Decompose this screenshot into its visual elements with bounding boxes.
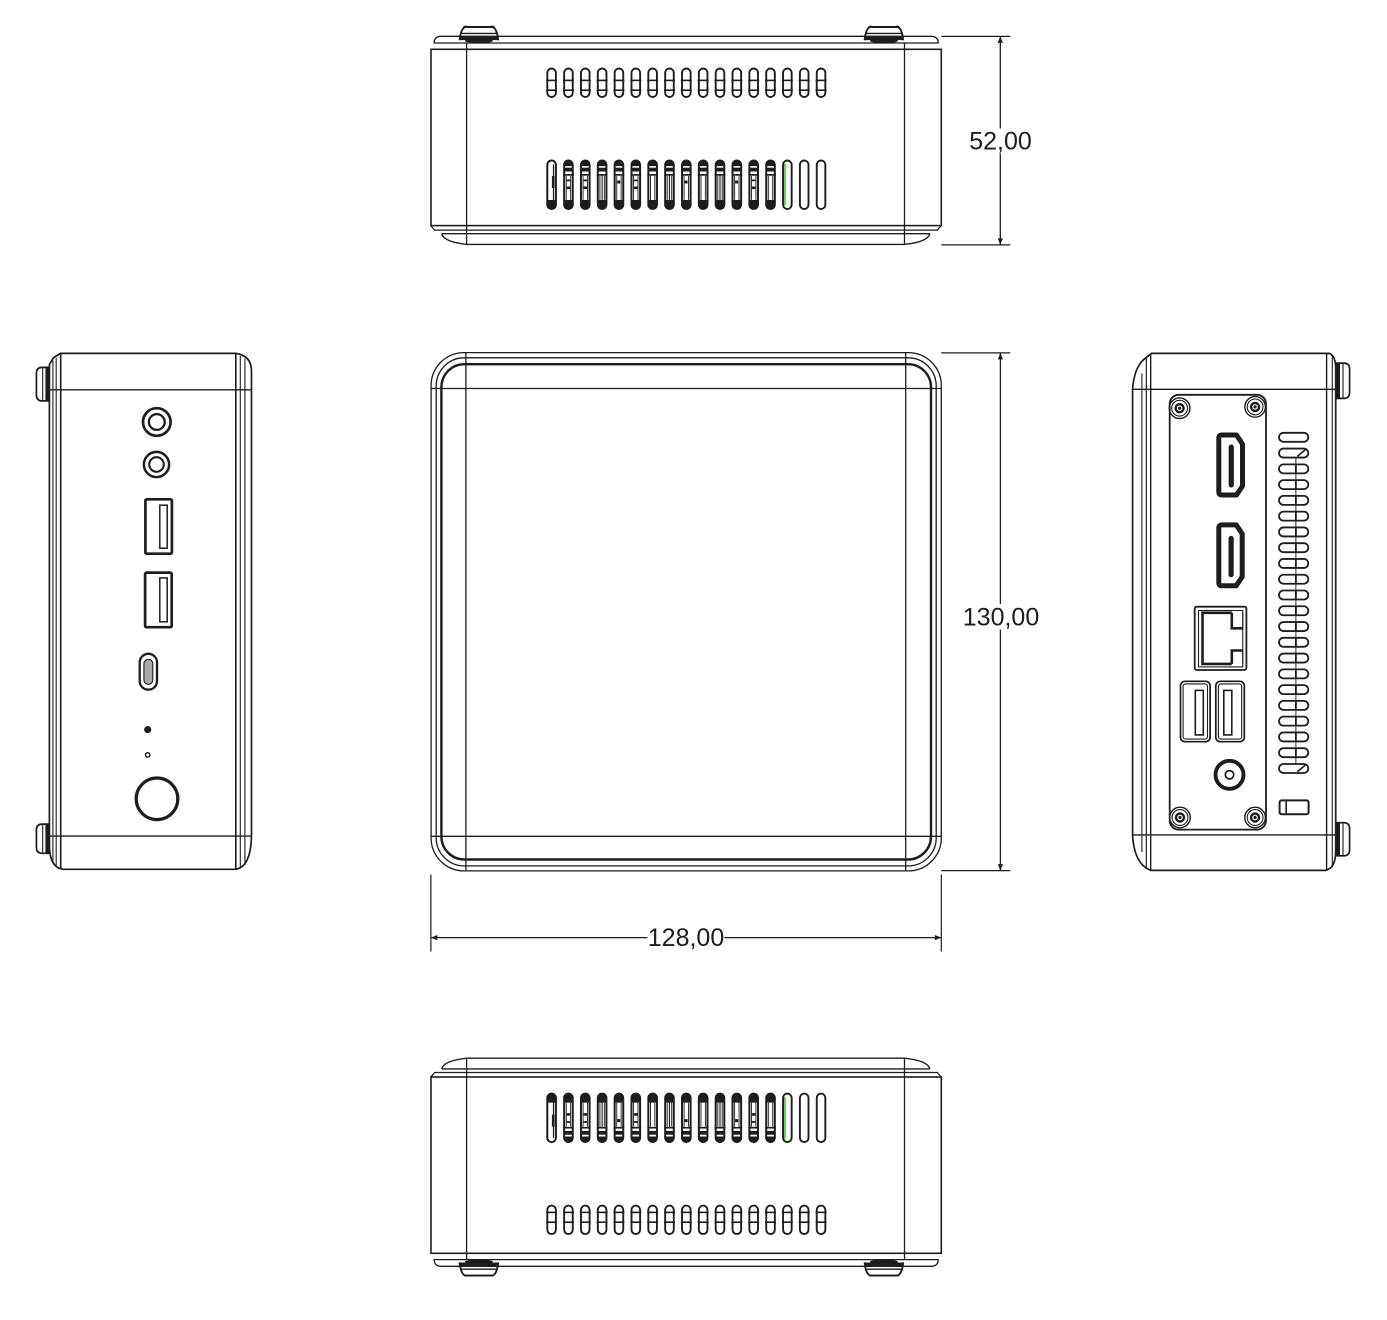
- svg-text:130,00: 130,00: [963, 604, 1039, 632]
- svg-text:128,00: 128,00: [648, 924, 724, 952]
- svg-text:52,00: 52,00: [969, 128, 1032, 156]
